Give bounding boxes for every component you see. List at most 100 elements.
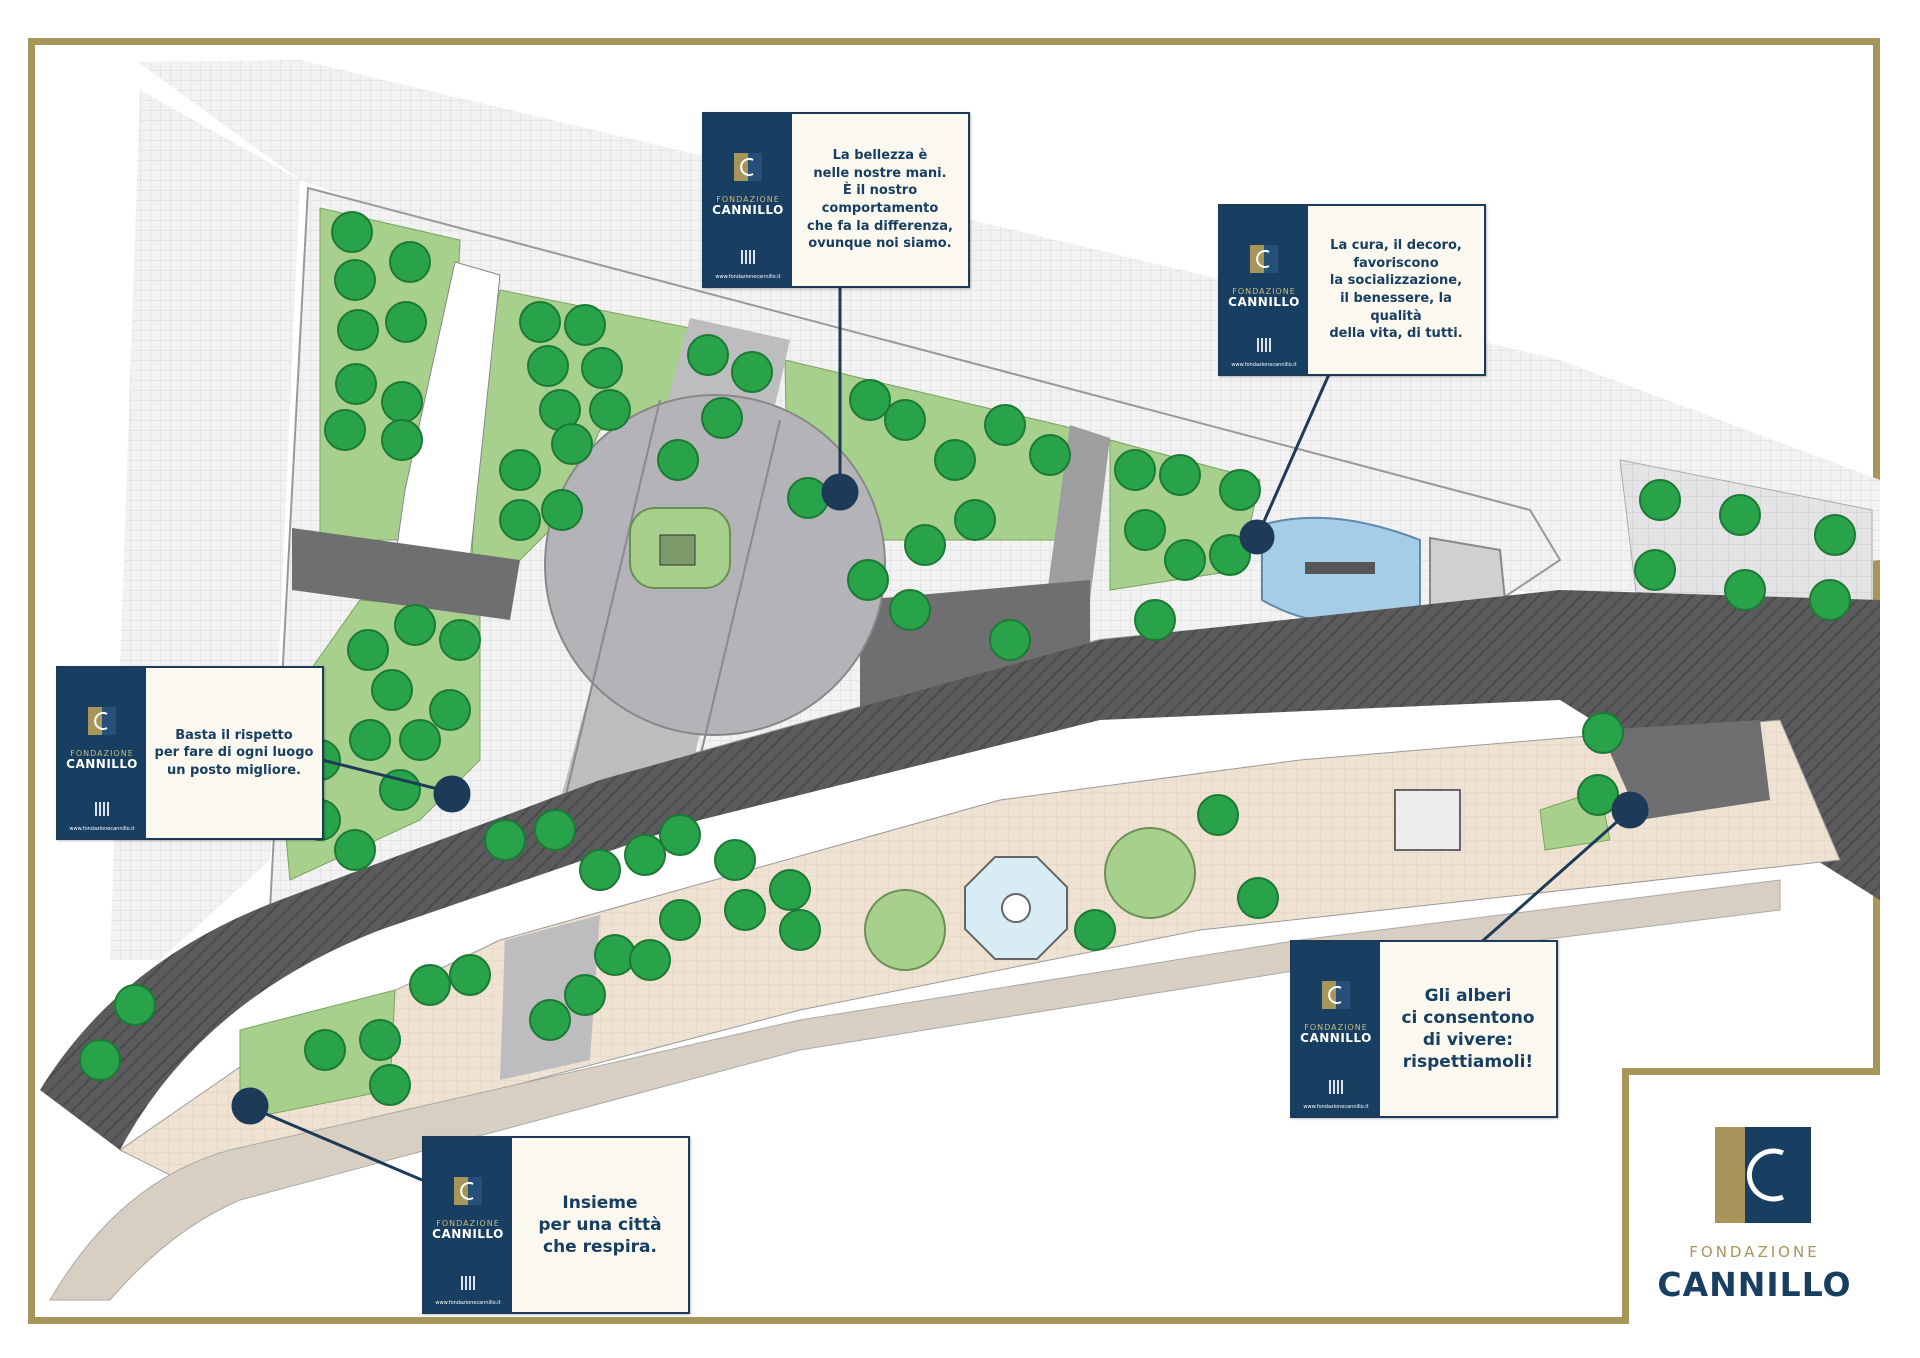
tree-canopy xyxy=(989,619,1031,661)
logo-line1: FONDAZIONE xyxy=(1689,1243,1820,1261)
pointer-line xyxy=(251,1106,423,1182)
tree-ring xyxy=(864,889,946,971)
tree-canopy xyxy=(687,334,729,376)
main-road xyxy=(40,590,1880,1150)
tree-canopy xyxy=(724,889,766,931)
pointer-line xyxy=(1477,810,1629,947)
tree-canopy xyxy=(334,829,376,871)
pointer-dot xyxy=(231,1087,269,1125)
brand-line1: FONDAZIONE xyxy=(70,749,134,758)
boat-sculpture xyxy=(1305,562,1375,574)
tree-canopy xyxy=(984,404,1026,446)
tree-ring xyxy=(1104,827,1196,919)
tree-canopy xyxy=(1582,712,1624,754)
tree-canopy xyxy=(114,984,156,1026)
tree-canopy xyxy=(849,379,891,421)
tree-canopy xyxy=(564,304,606,346)
fc-logo-icon xyxy=(88,707,116,735)
tree-canopy xyxy=(657,439,699,481)
tree-canopy xyxy=(527,345,569,387)
tree-canopy xyxy=(769,869,811,911)
qr-code-icon xyxy=(1257,338,1271,352)
brand-line1: FONDAZIONE xyxy=(1304,1023,1368,1032)
pointer-line xyxy=(1256,371,1332,536)
brand-url: www.fondazionecannillo.it xyxy=(715,274,781,280)
tree-canopy xyxy=(359,1019,401,1061)
tree-canopy xyxy=(1124,509,1166,551)
tree-canopy xyxy=(1724,569,1766,611)
north-sidewalk xyxy=(138,60,1880,600)
tree-canopy xyxy=(954,499,996,541)
brand-url: www.fondazionecannillo.it xyxy=(1231,362,1297,368)
qr-code-icon xyxy=(741,250,755,264)
tree-canopy xyxy=(889,589,931,631)
pointer-dot xyxy=(1611,791,1649,829)
tree-canopy xyxy=(369,1064,411,1106)
tree-canopy xyxy=(1134,599,1176,641)
tree-canopy xyxy=(79,1039,121,1081)
tree-canopy xyxy=(579,849,621,891)
tree-canopy xyxy=(394,604,436,646)
lower-sidewalk xyxy=(49,879,1781,1301)
tree-canopy xyxy=(551,423,593,465)
tree-canopy xyxy=(347,629,389,671)
tree-canopy xyxy=(1809,579,1851,621)
tree-canopy xyxy=(1237,877,1279,919)
tree-canopy xyxy=(499,449,541,491)
sign-message: La cura, il decoro, favoriscono la socia… xyxy=(1329,238,1463,342)
pointer-dot xyxy=(433,775,471,813)
pointer-dot xyxy=(1239,519,1275,555)
fc-logo-icon xyxy=(454,1177,482,1205)
fc-logo-icon xyxy=(734,153,762,181)
tree-canopy xyxy=(324,409,366,451)
sign-message: La bellezza è nelle nostre mani. È il no… xyxy=(807,148,953,252)
tree-canopy xyxy=(304,1029,346,1071)
tree-canopy xyxy=(1639,479,1681,521)
south-grey-path xyxy=(1600,720,1770,820)
tree-canopy xyxy=(349,719,391,761)
brand-line2: CANNILLO xyxy=(1300,1031,1372,1046)
qr-code-icon xyxy=(461,1276,475,1290)
pointer-dot xyxy=(821,473,859,511)
brand-line2: CANNILLO xyxy=(66,757,138,772)
tree-canopy xyxy=(581,347,623,389)
tree-canopy xyxy=(331,211,373,253)
fc-logo-icon xyxy=(1715,1127,1811,1223)
brand-line2: CANNILLO xyxy=(1228,295,1300,310)
tree-canopy xyxy=(1219,469,1261,511)
tree-canopy xyxy=(381,381,423,423)
tree-canopy xyxy=(541,489,583,531)
tree-canopy xyxy=(1719,494,1761,536)
tree-canopy xyxy=(379,769,421,811)
tree-canopy xyxy=(701,397,743,439)
stage xyxy=(1394,789,1461,851)
tree-canopy xyxy=(1209,534,1251,576)
fc-logo-icon xyxy=(1322,981,1350,1009)
tree-canopy xyxy=(594,934,636,976)
tree-canopy xyxy=(534,809,576,851)
tree-canopy xyxy=(1577,774,1619,816)
monument xyxy=(659,534,696,566)
tree-canopy xyxy=(484,819,526,861)
tree-canopy xyxy=(934,439,976,481)
tree-canopy xyxy=(381,419,423,461)
tree-canopy xyxy=(904,524,946,566)
tree-canopy xyxy=(335,363,377,405)
brand-line1: FONDAZIONE xyxy=(716,195,780,204)
tree-canopy xyxy=(385,301,427,343)
tree-canopy xyxy=(399,719,441,761)
tree-canopy xyxy=(389,241,431,283)
pointer-line xyxy=(321,758,451,794)
tree-canopy xyxy=(589,389,631,431)
tree-canopy xyxy=(409,964,451,1006)
